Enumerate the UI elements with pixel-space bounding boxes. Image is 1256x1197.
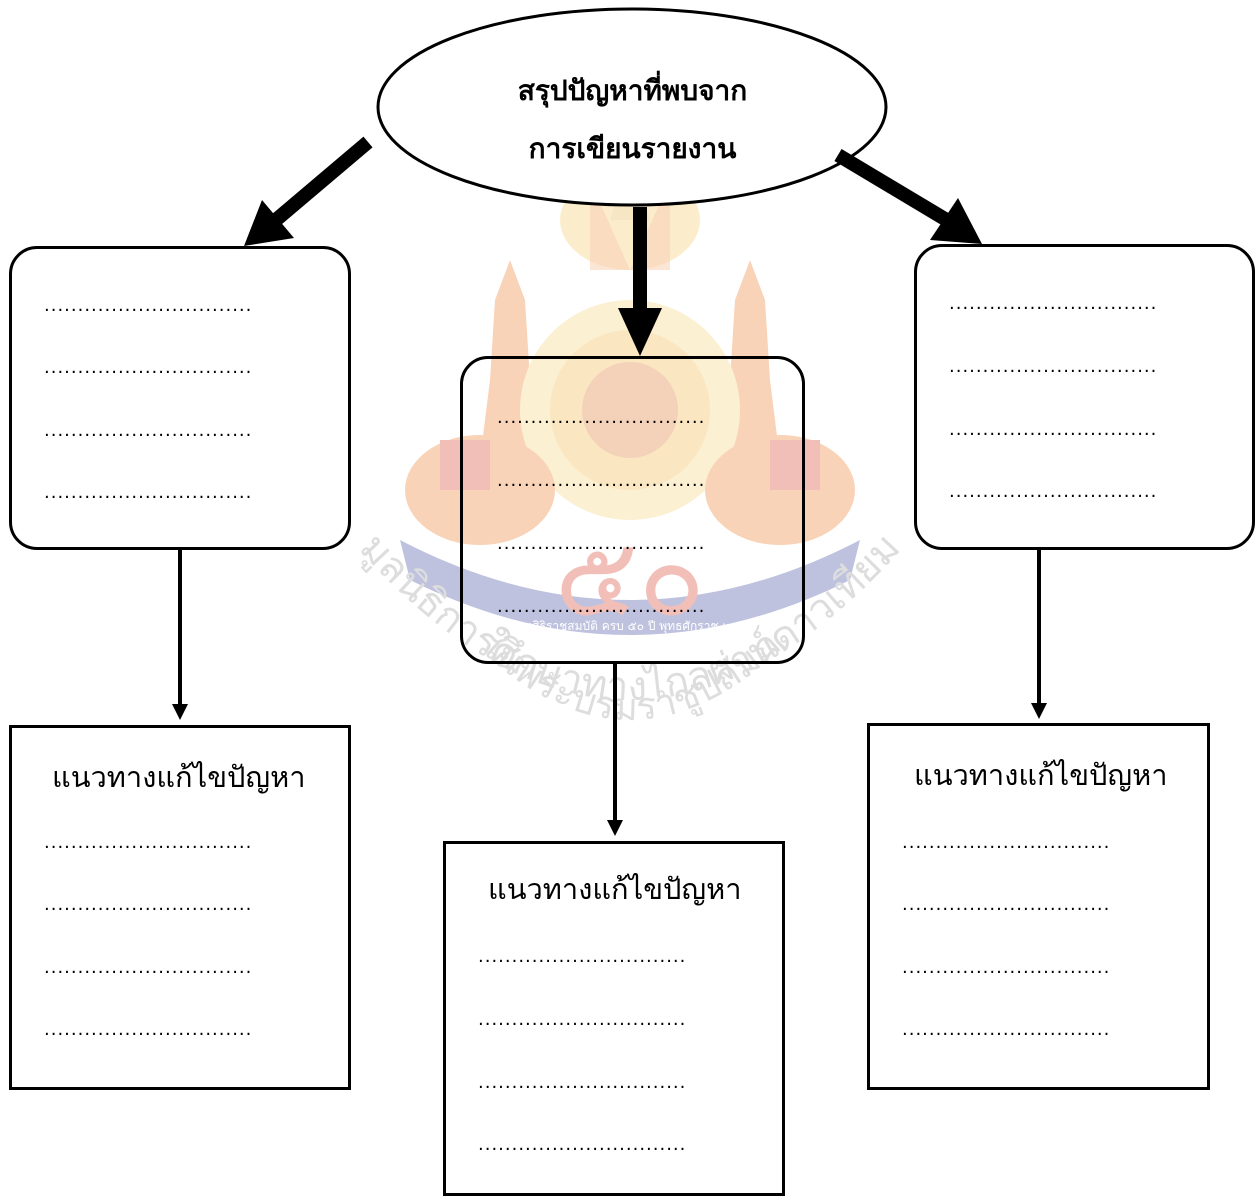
problem-box-right: ............................... ........… — [914, 244, 1255, 550]
solution-box-center: แนวทางแก้ไขปัญหา .......................… — [443, 841, 785, 1196]
emblem-right-elephant — [705, 435, 855, 545]
blank-line[interactable]: ............................... — [902, 832, 1111, 853]
blank-line[interactable]: ............................... — [902, 1019, 1111, 1040]
emblem-ribbon — [400, 540, 860, 635]
blank-line[interactable]: ............................... — [949, 356, 1158, 377]
blank-line[interactable]: ............................... — [44, 1019, 253, 1040]
blank-line[interactable]: ............................... — [497, 596, 706, 617]
solution-title: แนวทางแก้ไขปัญหา — [52, 760, 306, 794]
blank-line[interactable]: ............................... — [949, 481, 1158, 502]
blank-line[interactable]: ............................... — [949, 293, 1158, 314]
blank-line[interactable]: ............................... — [44, 420, 253, 441]
header-title: สรุปปัญหาที่พบจาก การเขียนรายงาน — [455, 62, 810, 178]
header-oval — [376, 7, 888, 207]
emblem-digits: ๕๐ — [555, 513, 705, 641]
blank-line[interactable]: ............................... — [949, 419, 1158, 440]
blank-line[interactable]: ............................... — [478, 1072, 687, 1093]
emblem-right-tower — [720, 260, 780, 460]
solution-box-left: แนวทางแก้ไขปัญหา .......................… — [9, 725, 351, 1090]
problem-box-center: ............................... ........… — [460, 356, 805, 664]
blank-line[interactable]: ............................... — [497, 407, 706, 428]
header-line-2: การเขียนรายงาน — [528, 132, 737, 165]
blank-line[interactable]: ............................... — [478, 1134, 687, 1155]
blank-line[interactable]: ............................... — [44, 295, 253, 316]
emblem-central-seal — [520, 300, 740, 520]
header-line-1: สรุปปัญหาที่พบจาก — [517, 74, 748, 107]
arrow-to-right-box — [834, 148, 982, 244]
arrow-center-down — [607, 664, 623, 836]
university-emblem-watermark: ฉลองสิริราชสมบัติ ครบ ๕๐ ปี พุทธศักราช ๒… — [351, 160, 909, 729]
blank-line[interactable]: ............................... — [902, 957, 1111, 978]
arrow-left-down — [172, 550, 188, 720]
blank-line[interactable]: ............................... — [478, 1009, 687, 1030]
blank-line[interactable]: ............................... — [497, 533, 706, 554]
problem-box-left: ............................... ........… — [9, 246, 351, 550]
blank-line[interactable]: ............................... — [44, 957, 253, 978]
emblem-ribbon-text: ฉลองสิริราชสมบัติ ครบ ๕๐ ปี พุทธศักราช ๒… — [504, 619, 757, 634]
blank-line[interactable]: ............................... — [902, 894, 1111, 915]
emblem-left-elephant — [405, 435, 555, 545]
blank-line[interactable]: ............................... — [478, 946, 687, 967]
arrow-to-left-box — [244, 136, 373, 246]
blank-line[interactable]: ............................... — [44, 357, 253, 378]
blank-line[interactable]: ............................... — [44, 832, 253, 853]
solution-title: แนวทางแก้ไขปัญหา — [914, 758, 1168, 792]
blank-line[interactable]: ............................... — [44, 894, 253, 915]
solution-title: แนวทางแก้ไขปัญหา — [488, 872, 742, 906]
solution-box-right: แนวทางแก้ไขปัญหา .......................… — [867, 723, 1210, 1090]
emblem-left-tower — [480, 260, 540, 460]
blank-line[interactable]: ............................... — [44, 482, 253, 503]
arrow-to-center-box — [618, 207, 662, 356]
blank-line[interactable]: ............................... — [497, 470, 706, 491]
arrow-right-down — [1031, 550, 1047, 719]
